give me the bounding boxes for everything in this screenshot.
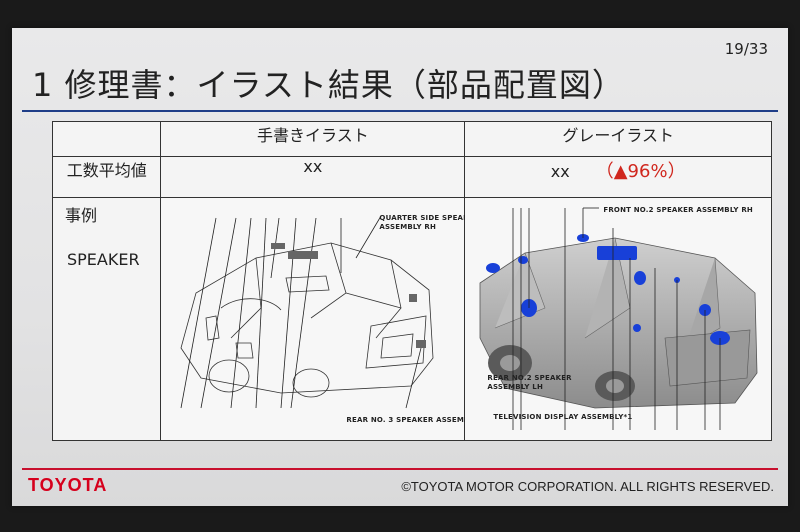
case-label-cell: 事例 SPEAKER [51, 197, 162, 441]
footer-divider [22, 468, 778, 470]
slide-title: 1 修理書：イラスト結果（部品配置図） [32, 66, 625, 104]
header-handdrawn: 手書きイラスト [160, 121, 466, 157]
gray-delta: （▲96%） [595, 161, 686, 182]
table-header-row: 手書きイラスト グレーイラスト [51, 121, 772, 157]
header-empty-cell [51, 121, 162, 157]
header-gray: グレーイラスト [464, 121, 772, 157]
avg-row: 工数平均値 xx xx （▲96%） [51, 156, 772, 198]
note-tv-display: TELEVISION DISPLAY ASSEMBLY*1 [493, 413, 633, 421]
handdrawn-avg-value: xx [160, 156, 466, 198]
page-number: 19/33 [724, 40, 768, 58]
case-sublabel: SPEAKER [67, 250, 140, 269]
gray-illustration-cell: FRONT NO.2 SPEAKER ASSEMBLY RH REAR NO.2… [464, 197, 772, 441]
case-row: 事例 SPEAKER [51, 197, 772, 441]
note-rear-no3-speaker: REAR NO. 3 SPEAKER ASSEMBLY [346, 416, 479, 424]
case-label: 事例 [65, 206, 98, 225]
copyright-text: ©TOYOTA MOTOR CORPORATION. ALL RIGHTS RE… [401, 479, 774, 494]
toyota-logo: TOYOTA [28, 475, 108, 495]
slide: 19/33 1 修理書：イラスト結果（部品配置図） 手書きイラスト グレーイラス… [12, 28, 788, 506]
title-divider [22, 110, 778, 112]
handdrawn-car-illustration [180, 215, 434, 409]
gray-avg-cell: xx （▲96%） [464, 156, 772, 198]
gray-avg-value: xx [550, 162, 570, 181]
gray-car-illustration [479, 207, 758, 430]
avg-label: 工数平均値 [51, 156, 162, 198]
note-front-no2-speaker: FRONT NO.2 SPEAKER ASSEMBLY RH [603, 206, 753, 214]
comparison-table: 手書きイラスト グレーイラスト 工数平均値 xx xx （▲96%） 事例 SPE… [51, 121, 772, 441]
